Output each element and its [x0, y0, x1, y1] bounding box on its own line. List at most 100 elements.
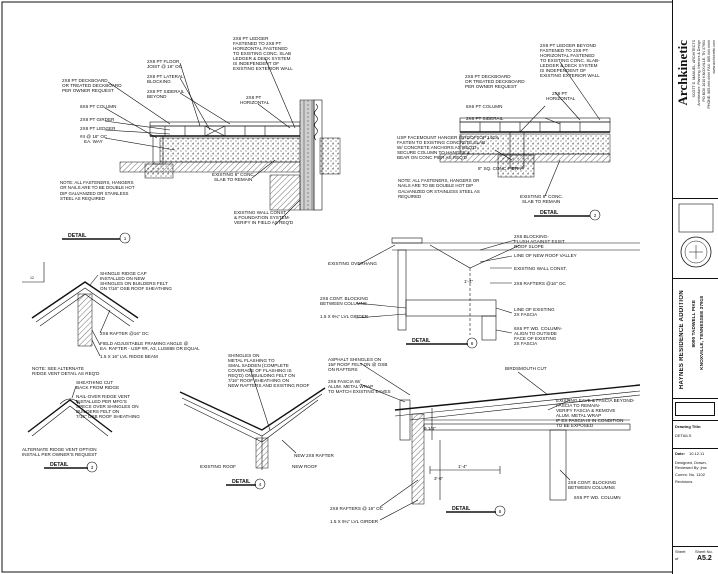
d5-note-birdsmouth: BIRDSMOUTH CUT — [505, 366, 547, 371]
d5-detail-number: 5 — [499, 509, 502, 514]
d3-note-cap-4: ON 7/16" OSB ROOF SHEATHING — [100, 286, 172, 291]
d3-note-cap-3: SHINGLES ON BUILDERS FELT — [100, 281, 168, 286]
d5-note-fascia-2: ALUM. METAL WRAP — [328, 384, 373, 389]
d6-detail-title: DETAIL — [412, 338, 431, 344]
d2-note-ledger-4: TO EXISTING CONC. SLAB- — [540, 58, 600, 63]
d3-note-rafter: 2X8 RAFTER @16" OC — [100, 331, 149, 336]
drawing-title: DETAILS — [675, 433, 692, 438]
d5-note-girder: 1.5 X 9¼" LVL GIRDER — [330, 519, 379, 524]
d2-note-slab-2: SLAB TO REMAIN — [522, 199, 560, 204]
d6-note-blocking-3: ROOF SLOPE — [514, 244, 544, 249]
d3-detail-title: DETAIL — [50, 462, 69, 468]
d4-note-shingles-5: REQ'D) ON BUILDING FELT ON — [228, 373, 295, 378]
detail-2: 2X8 PT LEDGER BEYOND FASTENED TO 2X8 PT … — [397, 43, 611, 221]
d4-note-shingles-7: NEW RAFTERS AND EXISTING ROOF — [228, 383, 310, 388]
d4-note-rafter: NEW 2X8 RAFTER — [294, 453, 335, 458]
reviewed-by: Reviewed By: jmx — [675, 465, 707, 470]
d2-note-ledger-6: IS INDEPENDENT OF — [540, 68, 586, 73]
d5-note-shingles: ASPHALT SHINGLES ON — [328, 357, 381, 362]
detail-6: 2X6 BLOCKING- FLUSH AGAINST EXIST. ROOF … — [320, 234, 640, 349]
d2-note-column: 6X6 PT COLUMN — [466, 104, 502, 109]
d5-note-eave-5: IF EX FASCIA IS IN CONDITION — [556, 418, 623, 423]
d3-note-angle-2: EA. RAFTER - USP #R, A3, LUS888 OR EQUAL — [100, 346, 200, 351]
d2-note-ledger: 2X8 PT LEDGER BEYOND — [540, 43, 597, 48]
d1-note-deckboard: 2X8 PT DECKBOARD — [62, 78, 108, 83]
d4-note-new-roof: NEW ROOF — [292, 464, 317, 469]
d6-note-overhang: EXISTING OVERHANG — [328, 261, 377, 266]
d1-note-blocking-2: BLOCKING — [147, 79, 171, 84]
firm-line-2: Architecture, Planning, Interiors & Desi… — [697, 40, 701, 106]
d4-detail-bubble — [254, 478, 266, 490]
d3-note-vent-5: 7/16" OSB ROOF SHEATHING — [76, 414, 140, 419]
date-value: 10.12.11 — [689, 451, 705, 456]
d1-note-ledger-top-7: EXISTING EXTERIOR WALL — [233, 66, 293, 71]
d1-note-column: 6X6 PT COLUMN — [80, 104, 116, 109]
d6-detail-number: 6 — [471, 341, 474, 346]
designed-by: Designed, Drawn, — [675, 460, 707, 465]
d1-note-wall: EXISTING WALL CONST. — [234, 210, 287, 215]
d3-note-vent-2: INSTALLED PER MFG'S — [76, 399, 127, 404]
d1-note-horiz-2: HORIZONTAL — [240, 100, 270, 105]
d5-note-eave-3: VERIFY FASCIA & REMOVE — [556, 408, 615, 413]
d1-note-deckboard-2: OR TREATED DECKBOARD — [62, 83, 122, 88]
d1-note-rebar: #4 @ 16" OC — [80, 134, 108, 139]
d2-note-deckboard-3: PER OWNER REQUEST — [465, 84, 517, 89]
firm-line-4: PHONE: 865.###.#### FAX: 865.###.#### — [707, 40, 711, 109]
d6-note-blocking-2: FLUSH AGAINST EXIST. — [514, 239, 565, 244]
firm-line-3: PO BOX 1010 KNOXVILLE, TN 37901 — [702, 40, 706, 102]
d2-note-hanger-4: SECURE COLUMN TO HANGER & — [397, 150, 470, 155]
detail-3: 12 SHINGLE RIDGE CAP INSTALLED ON NEW SH… — [22, 262, 200, 473]
d4-note-shingles-3: SMAL SADDEN (COMPLETE — [228, 363, 289, 368]
d2-detail-title: DETAIL — [540, 210, 559, 216]
d2-note-hanger: USP FACEMOUNT HANGER @ROOFTOP 14GA — [397, 135, 500, 140]
d1-note-ledger-top-2: FASTENED TO 2X8 PT — [233, 41, 282, 46]
d2-fastener-note: NOTE: ALL FASTENERS, HANGERS OR NAILS AR… — [398, 178, 480, 199]
drawing-title-label: Drawing Title: — [675, 424, 702, 429]
d5-note-fascia-3: TO MATCH EXISTING EAVES — [328, 389, 391, 394]
d3-note-cap-2: INSTALLED ON NEW — [100, 276, 146, 281]
d5-note-eave: EXISTING EAVE & FASCIA BEYOND- — [556, 398, 635, 403]
d2-note-deckboard: 2X8 PT DECKBOARD — [465, 74, 511, 79]
d1-detail-bubble — [119, 232, 131, 244]
d2-note-slab: EXISTING 6" CONC. — [520, 194, 563, 199]
d6-note-column-4: 2X FASCIA — [514, 341, 538, 346]
d3-note-angle: FIELD ADJUSTABLE FRAMING ANGLE @ — [100, 341, 189, 346]
d2-note-horiz-2: HORIZONTAL — [546, 96, 576, 101]
sheet-no-label: Sheet No. — [695, 549, 713, 554]
d5-detail-title: DETAIL — [452, 506, 471, 512]
project-address: 8000 TADWELL PIKE — [692, 300, 697, 348]
sheet-of: of — [675, 556, 679, 561]
d2-note-pier: 8" SQ. CONC PIER — [478, 166, 519, 171]
d1-note-joist: 2X8 PT FLOOR — [147, 59, 180, 64]
d1-detail-title: DETAIL — [68, 233, 87, 239]
d4-detail-number: 4 — [259, 482, 262, 487]
d3-note-vent: NAIL-OVER RIDGE VENT — [76, 394, 130, 399]
d6-note-column: 6X6 PT WD. COLUMN- — [514, 326, 563, 331]
d1-fastener-note: NOTE: ALL FASTENERS, HANGERS OR NAILS AR… — [60, 180, 134, 201]
d1-note-ledger-top: 2X8 PT LEDGER — [233, 36, 269, 41]
d3-note-alt-option-2: INSTALL PER OWNER'S REQUEST — [22, 452, 97, 457]
d2-note-horiz: 2X8 PT — [552, 91, 568, 96]
d6-note-cont-blocking: 2X6 CONT. BLOCKING — [320, 296, 369, 301]
date-label: Date: — [675, 451, 686, 456]
d3-note-vent-3: SPECS OVER SHINGLES ON — [76, 404, 139, 409]
firm-line-5: www.archkinetic.com — [712, 40, 716, 74]
project-city: KNOXVILLE, TENNESSEE 37918 — [700, 296, 705, 370]
d4-note-shingles-4: COVERAGE OF FLASHING IS — [228, 368, 292, 373]
d3-detail-number: 3 — [91, 465, 94, 470]
d5-dim-1: 1'-4" — [458, 464, 468, 469]
project-name: HAYNES RESIDENCE ADDITION — [679, 290, 685, 390]
d1-note-horiz: 2X8 PT — [246, 95, 262, 100]
detail-1: 2X8 PT DECKBOARD OR TREATED DECKBOARD PE… — [60, 36, 341, 244]
d6-note-fascia-line-2: 2X FASCIA — [514, 312, 538, 317]
d6-note-rafters: 2X8 RAFTERS @16" OC — [514, 281, 566, 286]
d1-note-siderail: 2X8 PT SIDERAIL — [147, 89, 185, 94]
d3-note-see-alt-2: RIDGE VENT DETAIL AS REQ'D — [32, 371, 100, 376]
d5-note-column: 6X6 PT WD. COLUMN — [574, 495, 621, 500]
d1-note-ledger-top-6: IS INDEPENDENT OF — [233, 61, 279, 66]
d1-note-ledger-top-4: TO EXISTING CONC. SLAB — [233, 51, 291, 56]
d6-note-cont-blocking-2: BETWEEN COLUMNS — [320, 301, 367, 306]
title-block: Archkinetic SCOTT D. MANUEL, ARCHITECTS … — [672, 0, 718, 574]
d6-note-wall: EXISTING WALL CONST. — [514, 266, 567, 271]
